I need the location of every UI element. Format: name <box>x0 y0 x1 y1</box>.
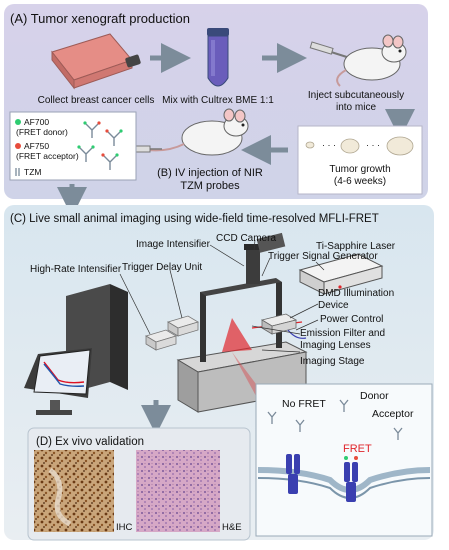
donor-dot-icon <box>15 119 21 125</box>
culture-flask-icon <box>51 33 141 90</box>
panel-a-title: (A) Tumor xenograft production <box>10 11 190 26</box>
inset-fret-label: FRET <box>343 443 372 455</box>
label-dmd-line1: DMD Illumination <box>318 288 394 299</box>
inset-donor-label: Donor <box>360 390 389 402</box>
legend-acceptor-line2: (FRET acceptor) <box>16 151 79 161</box>
he-label: H&E <box>222 522 242 533</box>
he-image <box>136 450 220 532</box>
panel-b-title-line2: TZM probes <box>180 180 240 192</box>
trigger-delay-unit-icon <box>167 315 199 337</box>
fret-inset: No FRET Donor Acceptor FRET <box>232 352 433 537</box>
panel-d: (D) Ex vivo validation IHC H&E <box>27 427 251 541</box>
centrifuge-tube-icon <box>207 28 229 87</box>
panel-a: (A) Tumor xenograft production Collect b… <box>4 4 428 217</box>
label-trigger-delay: Trigger Delay Unit <box>122 262 202 273</box>
ihc-label: IHC <box>116 522 133 533</box>
label-laser: Ti-Sapphire Laser <box>316 241 396 252</box>
step-tumor-line2: (4-6 weeks) <box>334 176 386 187</box>
svg-text:· · ·: · · · <box>366 140 380 150</box>
image-intensifier-icon <box>256 232 286 253</box>
her2-dimer-icon <box>344 462 358 502</box>
monitor-icon <box>24 284 128 415</box>
label-dmd-line2: Device <box>318 300 349 311</box>
ccd-camera-icon <box>246 248 260 284</box>
mouse-injection-icon <box>309 34 407 87</box>
label-imaging-stage: Imaging Stage <box>300 356 365 367</box>
legend-tzm-label: TZM <box>24 167 41 177</box>
probe-legend: AF700 (FRET donor) AF750 (FRET acceptor)… <box>9 111 137 181</box>
tumor-growth-box: · · · · · · <box>297 125 423 195</box>
svg-text:· · ·: · · · <box>322 140 336 150</box>
ti-sapphire-laser-icon <box>298 253 384 295</box>
inset-acceptor-label: Acceptor <box>372 408 414 420</box>
label-emission-line1: Emission Filter and <box>300 328 385 339</box>
acceptor-dot-icon <box>15 143 21 149</box>
inset-no-fret-label: No FRET <box>282 398 326 410</box>
mouse-tail-vein-icon <box>127 108 249 156</box>
tzm-antibody-icon <box>15 168 20 176</box>
step-tumor-line1: Tumor growth <box>329 164 390 175</box>
step-collect-label: Collect breast cancer cells <box>38 95 155 106</box>
label-image-intensifier: Image Intensifier <box>136 239 211 250</box>
her2-receptor-icon <box>286 454 300 494</box>
step-mix-label: Mix with Cultrex BME 1:1 <box>162 95 274 106</box>
panel-d-title: (D) Ex vivo validation <box>36 436 144 448</box>
tumor-large-icon <box>386 136 414 156</box>
panel-c: (C) Live small animal imaging using wide… <box>4 205 434 540</box>
leader-lines <box>119 239 325 353</box>
label-ccd-camera: CCD Camera <box>216 233 276 244</box>
laser-cone <box>222 318 252 352</box>
power-cable <box>287 329 307 339</box>
tumor-medium-icon <box>340 138 360 154</box>
label-power-control: Power Control <box>320 314 383 325</box>
panel-b-title-line1: (B) IV injection of NIR <box>157 167 263 179</box>
label-emission-line2: Imaging Lenses <box>300 340 371 351</box>
step-inject-line1: Inject subcutaneously <box>308 90 404 101</box>
step-inject-line2: into mice <box>336 102 376 113</box>
legend-donor-line2: (FRET donor) <box>16 127 68 137</box>
legend-donor-line1: AF700 <box>24 117 49 127</box>
label-trigger-signal: Trigger Signal Generator <box>268 251 378 262</box>
ihc-image <box>34 450 114 532</box>
fluorophore-dots <box>77 121 123 157</box>
label-high-rate-intensifier: High-Rate Intensifier <box>30 264 122 275</box>
high-rate-intensifier-icon <box>145 329 177 351</box>
tumor-small-icon <box>305 141 315 149</box>
inset-antibodies <box>267 399 403 440</box>
panel-c-title: (C) Live small animal imaging using wide… <box>10 213 379 225</box>
antibody-cluster-icon <box>79 123 121 170</box>
legend-acceptor-line1: AF750 <box>24 141 49 151</box>
